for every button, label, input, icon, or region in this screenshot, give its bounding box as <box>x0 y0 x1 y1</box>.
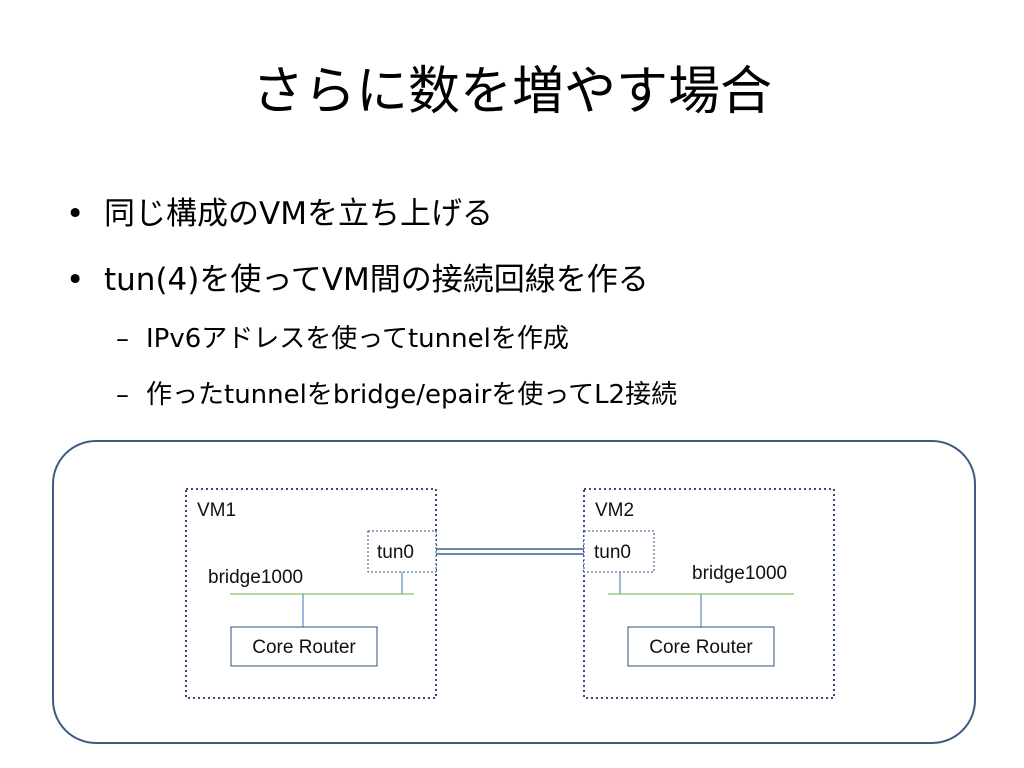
bullet-text: tun(4)を使ってVM間の接続回線を作る <box>104 262 649 298</box>
vm1-group: VM1 tun0 bridge1000 Core Router <box>185 488 437 699</box>
vm1-router-label: Core Router <box>252 637 356 658</box>
vm1-label: VM1 <box>197 500 236 521</box>
vm2-tun-box <box>583 530 655 573</box>
bullet-item: • tun(4)を使ってVM間の接続回線を作る <box>66 260 649 300</box>
vm2-router-box <box>627 626 775 667</box>
bullet-list: • 同じ構成のVMを立ち上げる • tun(4)を使ってVM間の接続回線を作る … <box>66 194 678 412</box>
vm2-tun-label: tun0 <box>594 542 631 563</box>
diagram-frame <box>52 440 976 744</box>
vm1-router-box <box>230 626 378 667</box>
bullet-mark: • <box>66 196 85 232</box>
bullet-item: • 同じ構成のVMを立ち上げる <box>66 194 493 234</box>
sub-bullet-item: – 作ったtunnelをbridge/epairを使ってL2接続 <box>116 378 678 412</box>
sub-bullet-mark: – <box>116 380 129 410</box>
sub-bullet-text: 作ったtunnelをbridge/epairを使ってL2接続 <box>146 380 678 410</box>
vm1-bridge-label: bridge1000 <box>208 567 303 588</box>
vm1-tun-label: tun0 <box>377 542 414 563</box>
vm1-tun-box <box>367 530 437 573</box>
tunnel-connection <box>436 548 584 555</box>
sub-bullet-text: IPv6アドレスを使ってtunnelを作成 <box>146 324 569 354</box>
vm2-box <box>583 488 835 699</box>
sub-bullet-mark: – <box>116 324 129 354</box>
vm2-router-label: Core Router <box>649 637 753 658</box>
vm2-label: VM2 <box>595 500 634 521</box>
slide-title: さらに数を増やす場合 <box>251 62 772 122</box>
vm1-box <box>185 488 437 699</box>
vm2-group: VM2 tun0 bridge1000 Core Router <box>583 488 835 699</box>
sub-bullet-item: – IPv6アドレスを使ってtunnelを作成 <box>116 322 569 356</box>
vm2-bridge-label: bridge1000 <box>692 563 787 584</box>
bullet-text: 同じ構成のVMを立ち上げる <box>104 196 493 232</box>
bullet-mark: • <box>66 262 85 298</box>
